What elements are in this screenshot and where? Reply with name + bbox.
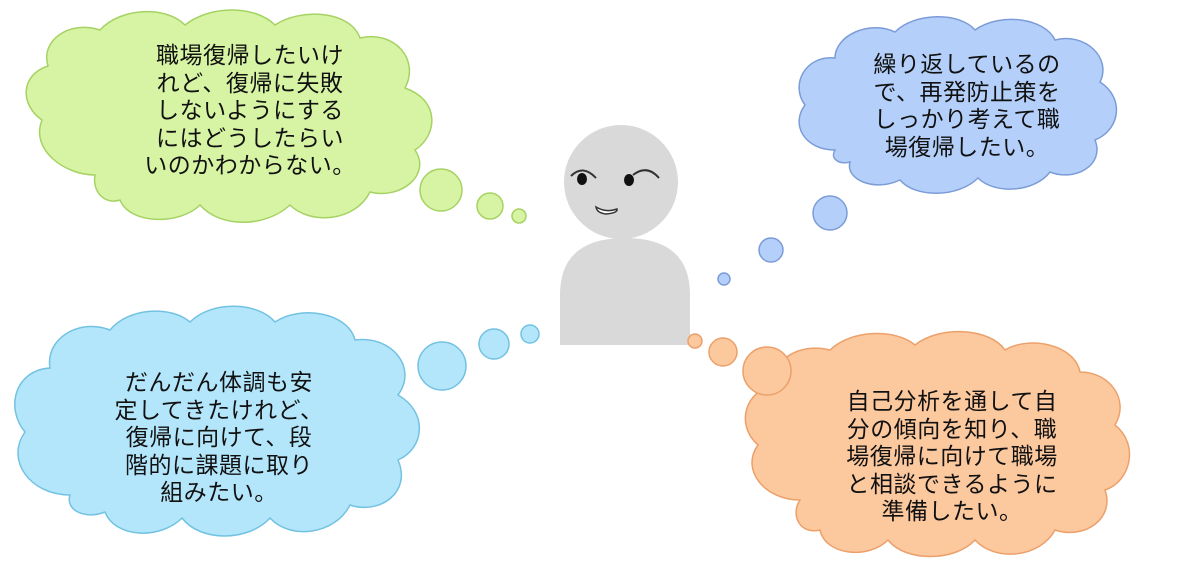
thought-dot-3 (742, 346, 792, 396)
thought-dot-1 (812, 195, 848, 231)
thought-cloud-bottom-right (687, 330, 1131, 558)
thought-cloud-bottom-left (14, 305, 540, 537)
thought-dot-3 (717, 272, 731, 286)
thought-dot-1 (417, 341, 467, 391)
thought-dot-3 (520, 324, 540, 344)
thought-dot-1 (419, 168, 463, 212)
cloud-shape (25, 9, 433, 223)
thought-dot-2 (478, 328, 510, 360)
cloud-shape (798, 16, 1117, 194)
thought-dot-2 (476, 192, 504, 220)
thought-text-top-left: 職場復帰したいけ れど、復帰に失敗 しないようにする にはどうしたらい いのかわ… (144, 43, 356, 179)
thought-dot-2 (708, 337, 738, 367)
cloud-shape (14, 305, 421, 537)
thought-text-top-right: 繰り返しているの で、再発防止策を しっかり考えて職 場復帰したい。 (873, 52, 1061, 161)
person-head (564, 125, 678, 239)
thought-text-bottom-right: 自己分析を通して自 分の傾向を知り、職 場復帰に向けて職場 と相談できるように … (846, 389, 1058, 525)
thought-cloud-top-left (25, 9, 527, 224)
worried-face (570, 169, 660, 215)
thought-text-bottom-left: だんだん体調も安 定してきたけれど、 復帰に向けて、段 階的に課題に取り 組みた… (114, 370, 324, 506)
thought-dot-2 (758, 237, 784, 263)
thought-cloud-top-right (717, 16, 1117, 286)
thought-dot-3 (511, 208, 527, 224)
thought-dot-1 (687, 333, 703, 349)
person-body (560, 238, 690, 345)
worried-person (560, 125, 690, 345)
